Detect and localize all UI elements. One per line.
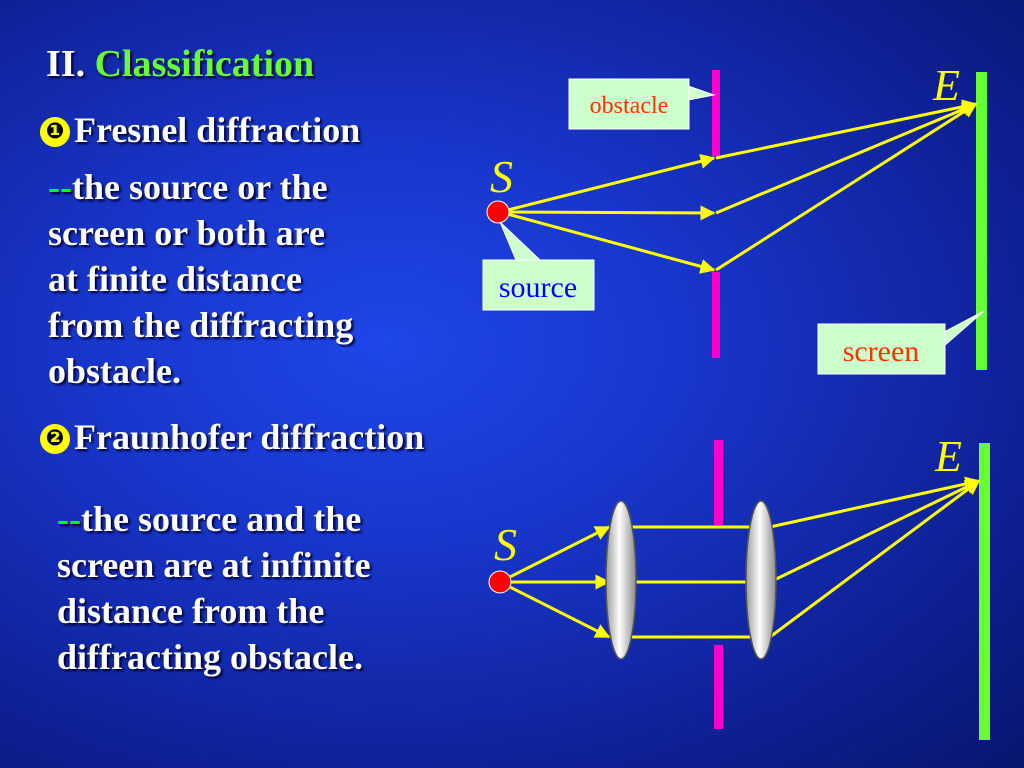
- slide-title: II. Classification: [46, 40, 314, 88]
- fresnel-diagram: S E obstacle source screen: [482, 61, 987, 375]
- obstacle-upper-bar: [712, 70, 720, 156]
- obstacle-callout-box: [568, 78, 690, 130]
- source-point: [486, 200, 510, 224]
- obstacle-lower-bar: [712, 272, 720, 358]
- title-roman-numeral: II.: [46, 43, 86, 85]
- obstacle-callout-pointer: [687, 85, 716, 101]
- screen-bar: [976, 72, 987, 370]
- lens-two: [745, 500, 777, 660]
- ray-middle-in: [499, 205, 716, 221]
- ray-upper-out: [715, 99, 978, 160]
- ray-to-lens-upper: [499, 525, 611, 584]
- ray-upper-in: [499, 154, 716, 214]
- fraunhofer-line-1: --the source and the: [57, 499, 362, 539]
- ray-middle-out: [715, 102, 978, 215]
- fresnel-line-3: at finite distance: [48, 259, 302, 299]
- ray-to-lens-lower: [499, 580, 611, 639]
- ray-to-screen-middle: [769, 479, 981, 584]
- fresnel-line-2: screen or both are: [48, 213, 325, 253]
- fraunhofer-diagram: S E: [488, 432, 990, 740]
- screen-bar-bottom: [979, 443, 990, 740]
- fresnel-line-5: obstacle.: [48, 351, 181, 391]
- obstacle-label: obstacle: [590, 93, 669, 119]
- number-one-icon: ❶: [40, 117, 70, 147]
- fraunhofer-line-4: diffracting obstacle.: [57, 637, 363, 677]
- source-symbol-bottom: S: [494, 519, 517, 570]
- fresnel-line-4: from the diffracting: [48, 305, 354, 345]
- fresnel-heading-text: Fresnel diffraction: [74, 110, 361, 150]
- fresnel-line-1: --the source or the: [48, 167, 328, 207]
- fresnel-dash: --: [48, 167, 72, 207]
- fraunhofer-description: --the source and the screen are at infin…: [57, 496, 371, 680]
- title-text: Classification: [94, 43, 315, 85]
- fraunhofer-rays: [499, 476, 981, 639]
- aperture-upper-bar: [714, 440, 723, 525]
- source-callout-pointer: [499, 221, 542, 261]
- source-point-bottom: [488, 570, 512, 594]
- source-symbol-top: S: [490, 151, 513, 202]
- lens-one: [605, 500, 637, 660]
- screen-callout-box: [817, 323, 946, 375]
- ray-lower-out: [715, 102, 978, 272]
- number-two-icon: ❷: [40, 424, 70, 454]
- fraunhofer-heading-text: Fraunhofer diffraction: [74, 417, 425, 457]
- screen-label: screen: [843, 335, 920, 368]
- fraunhofer-line-3: distance from the: [57, 591, 325, 631]
- fraunhofer-dash: --: [57, 499, 81, 539]
- ray-to-screen-lower: [769, 479, 981, 639]
- ray-to-screen-upper: [769, 476, 981, 529]
- aperture-lower-bar: [714, 645, 723, 729]
- source-callout-box: [482, 259, 595, 311]
- fresnel-rays: [499, 99, 978, 274]
- screen-symbol-bottom: E: [934, 432, 962, 481]
- fresnel-description: --the source or the screen or both are a…: [48, 164, 353, 394]
- fraunhofer-line-2: screen are at infinite: [57, 545, 371, 585]
- source-label: source: [499, 271, 577, 304]
- screen-symbol-top: E: [932, 61, 960, 110]
- ray-lower-in: [499, 210, 716, 274]
